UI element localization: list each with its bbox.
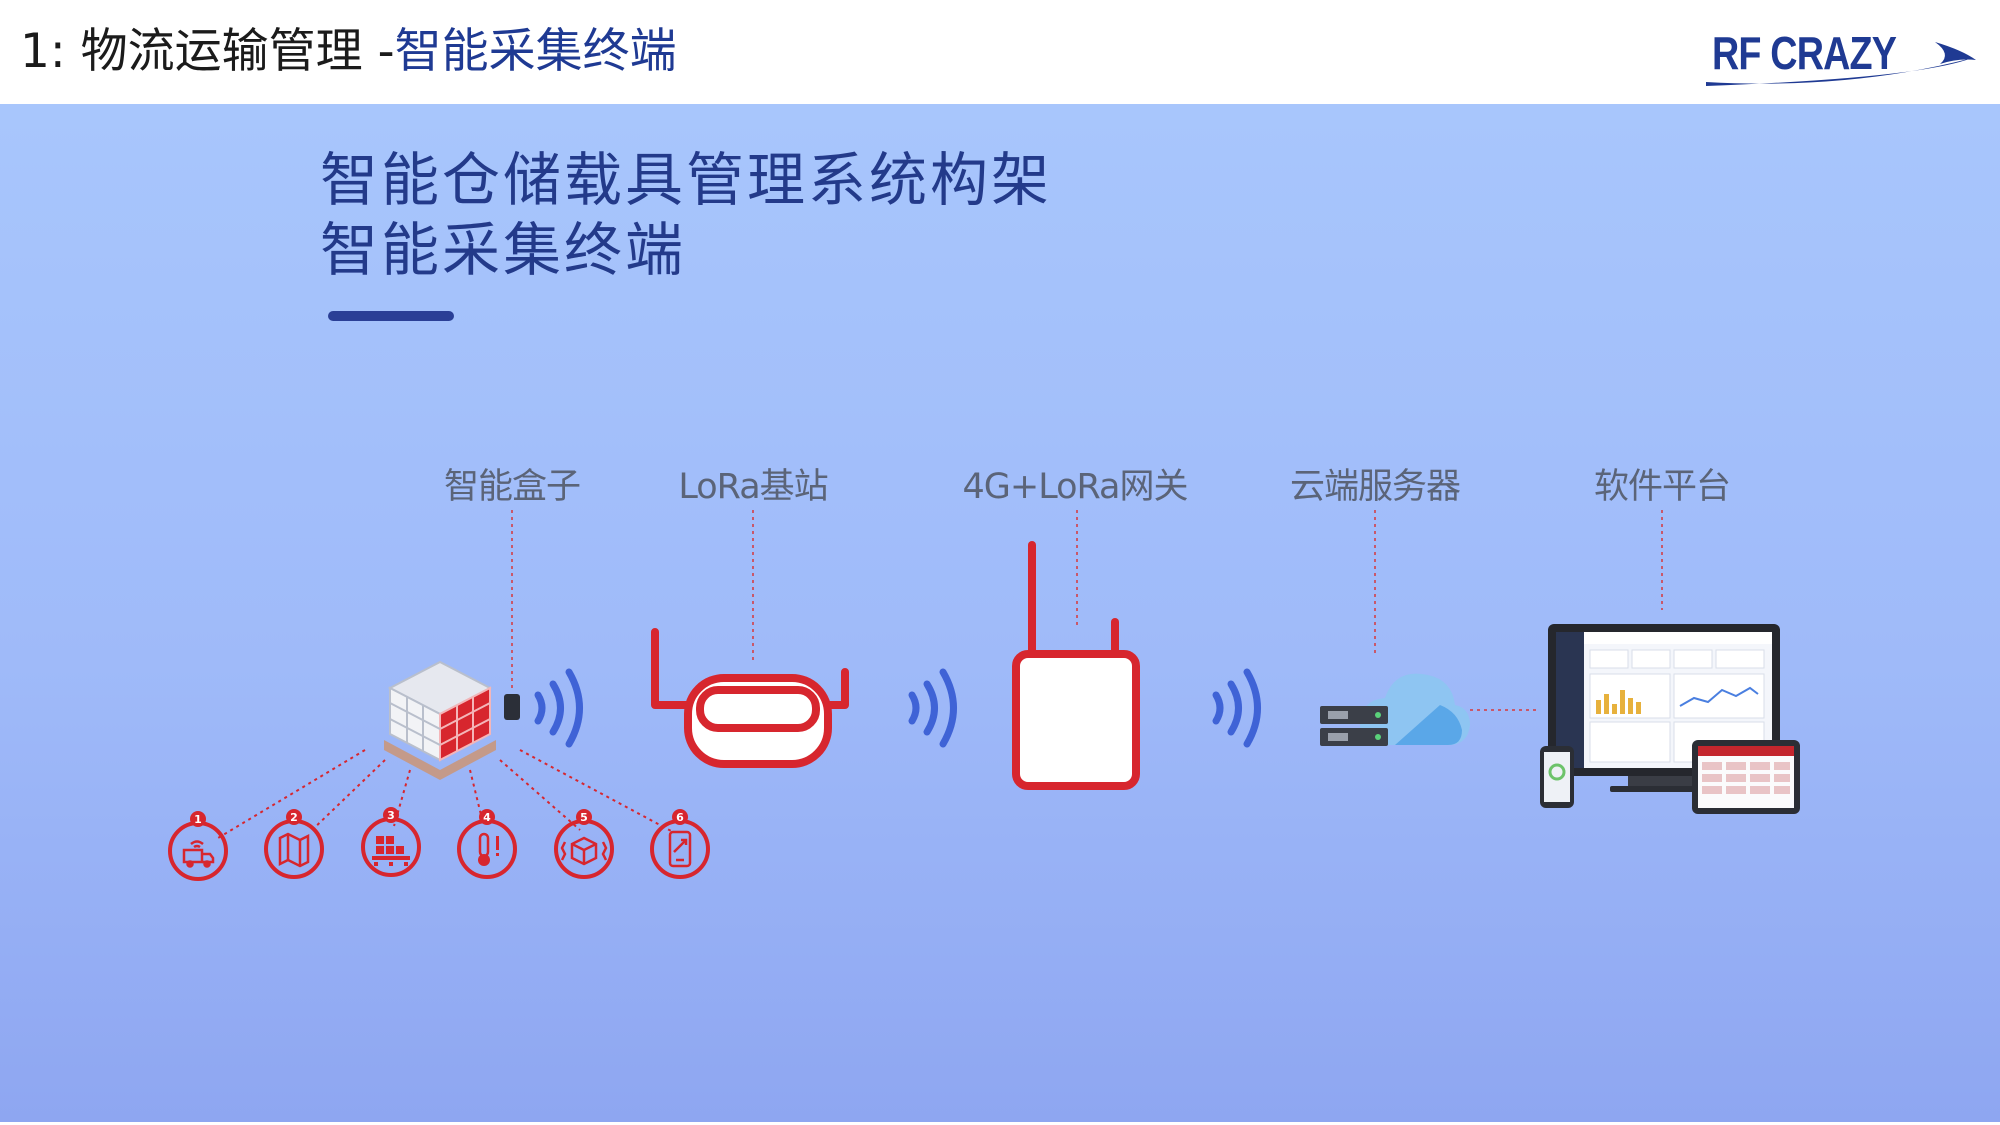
label-cloud-server: 云端服务器	[1289, 467, 1461, 507]
cloud-server-icon	[1320, 673, 1470, 746]
smart-box-pallet-icon	[384, 660, 520, 780]
label-smart-box: 智能盒子	[443, 467, 581, 507]
feature-circle-3: 3	[361, 807, 421, 877]
thermometer-alert-icon	[478, 832, 499, 866]
diagram-canvas	[0, 104, 2000, 1125]
software-platform-screens-icon	[1540, 624, 1800, 814]
feature-connectors	[217, 749, 674, 839]
label-lora-base-station: LoRa基站	[678, 467, 828, 507]
rf-crazy-logo: RF CRAZY	[1700, 20, 1980, 90]
label-4g-lora-gateway: 4G+LoRa网关	[962, 467, 1188, 507]
wifi-waves-icon-2	[908, 668, 957, 748]
signal-waves	[534, 668, 1261, 748]
4g-lora-gateway-icon	[1012, 541, 1140, 790]
slide-header-title: 1: 物流运输管理 -智能采集终端	[20, 22, 677, 82]
lora-base-station-icon	[651, 628, 849, 768]
wifi-waves-icon-3	[1212, 668, 1261, 748]
feature-circle-5: 5	[554, 809, 614, 879]
feature-num-2: 2	[290, 811, 298, 824]
label-leader-lines	[511, 510, 1663, 711]
main-title-line2: 智能采集终端	[320, 216, 687, 284]
feature-num-4: 4	[483, 811, 491, 824]
feature-num-5: 5	[580, 811, 588, 824]
feature-circle-6: 6	[650, 809, 710, 879]
title-underline	[328, 311, 454, 321]
pallet-stack-icon	[372, 836, 410, 866]
feature-num-6: 6	[676, 811, 684, 824]
label-software-platform: 软件平台	[1593, 467, 1731, 507]
main-title: 智能仓储载具管理系统构架 智能采集终端	[320, 145, 1052, 285]
feature-icons-row: 1 2 3	[168, 807, 710, 881]
logo-swoosh-icon	[1706, 42, 1976, 86]
wifi-waves-icon-1	[534, 668, 583, 748]
smart-box-device	[504, 694, 520, 720]
header-title-prefix: 1: 物流运输管理 -	[20, 24, 395, 79]
truck-wifi-icon	[182, 840, 215, 868]
feature-num-1: 1	[194, 813, 202, 826]
feature-circle-1: 1	[168, 811, 228, 881]
feature-circle-4: 4	[457, 809, 517, 879]
feature-num-3: 3	[387, 809, 395, 822]
bottom-strip	[0, 1122, 2000, 1125]
map-icon	[278, 832, 310, 868]
feature-circle-2: 2	[264, 809, 324, 879]
header-title-suffix: 智能采集终端	[394, 24, 677, 79]
slide-header: 1: 物流运输管理 -智能采集终端 RF CRAZY	[0, 0, 2000, 104]
phone-tilt-icon	[668, 830, 692, 868]
vibration-box-icon	[560, 836, 608, 866]
main-title-line1: 智能仓储载具管理系统构架	[320, 146, 1053, 214]
logo-text: RF CRAZY	[1712, 27, 1897, 79]
